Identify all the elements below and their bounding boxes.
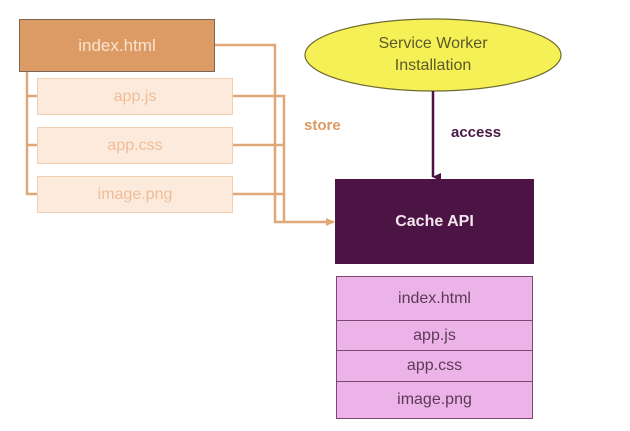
cached-entry: image.png <box>337 382 532 418</box>
access-label: access <box>451 124 502 141</box>
source-file-label: app.css <box>107 136 163 154</box>
tree-bracket-line <box>25 72 37 196</box>
source-file-label: app.js <box>113 87 157 105</box>
cached-entry-label: image.png <box>397 391 472 408</box>
cache-api-label: Cache API <box>395 212 474 230</box>
cached-entry: app.css <box>337 351 532 382</box>
store-connector-app-js <box>233 94 286 222</box>
source-file-label: index.html <box>78 35 156 55</box>
source-file-index-html: index.html <box>19 19 215 72</box>
cached-entry: app.js <box>337 321 532 351</box>
source-file-app-js: app.js <box>37 78 233 115</box>
cached-entry-label: app.js <box>413 326 456 344</box>
cached-entry-label: app.css <box>406 357 463 374</box>
source-file-image-png: image.png <box>37 176 233 213</box>
cached-entry: index.html <box>337 277 532 321</box>
cached-entry-label: index.html <box>398 289 471 307</box>
service-worker-label-line1: Service Worker <box>378 35 488 52</box>
service-worker-label: Service Worker Installation <box>305 33 561 77</box>
service-worker-label-line2: Installation <box>394 57 472 74</box>
cached-entries-table: index.html app.js app.css image.png <box>336 276 533 419</box>
cache-api-box: Cache API <box>335 179 534 264</box>
source-file-label: image.png <box>97 185 173 203</box>
store-connector-index-html <box>215 43 335 226</box>
store-label: store <box>304 117 341 134</box>
source-file-app-css: app.css <box>37 127 233 164</box>
